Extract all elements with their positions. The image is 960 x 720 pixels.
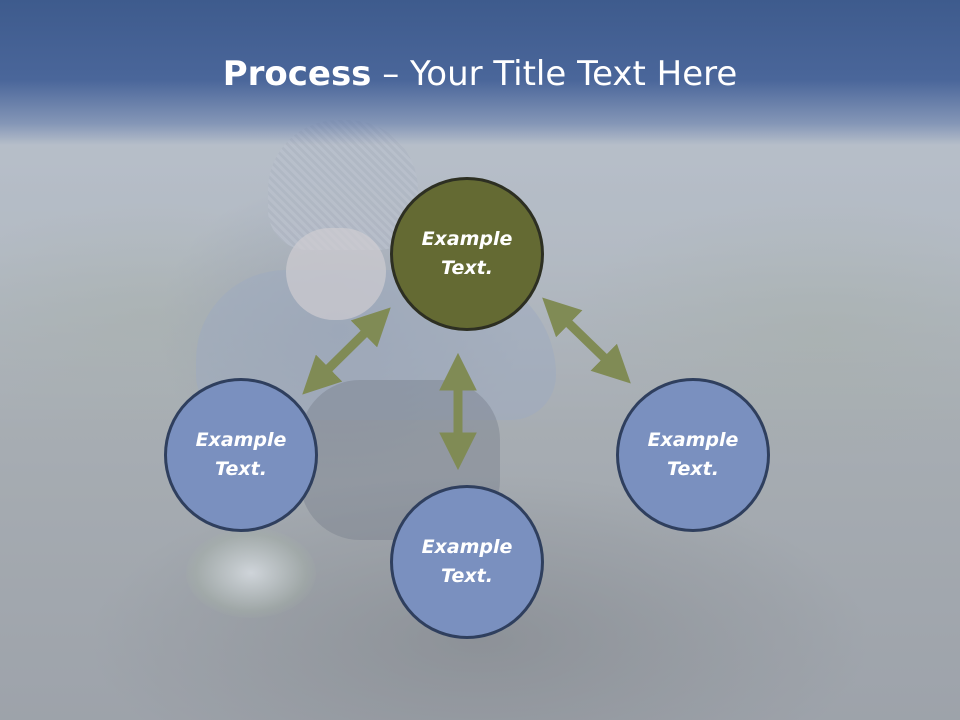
node-center-line2: Text.	[441, 257, 493, 279]
snowdrop-flowers-shape	[186, 528, 316, 618]
arrow-center-left	[302, 307, 391, 395]
node-bottom-line1: Example	[421, 536, 513, 558]
node-right-line1: Example	[647, 429, 739, 451]
node-left-line1: Example	[195, 429, 287, 451]
node-left-line2: Text.	[215, 458, 267, 480]
node-right-line2: Text.	[667, 458, 719, 480]
arrow-center-right	[542, 297, 631, 384]
title-band	[0, 0, 960, 145]
title-bold-part: Process	[222, 54, 372, 94]
title-regular-part: – Your Title Text Here	[371, 54, 738, 94]
node-center-line1: Example	[421, 228, 513, 250]
node-bottom-line2: Text.	[441, 565, 493, 587]
child-face-shape	[286, 228, 386, 320]
slide-title[interactable]: Process – Your Title Text Here	[0, 52, 960, 96]
